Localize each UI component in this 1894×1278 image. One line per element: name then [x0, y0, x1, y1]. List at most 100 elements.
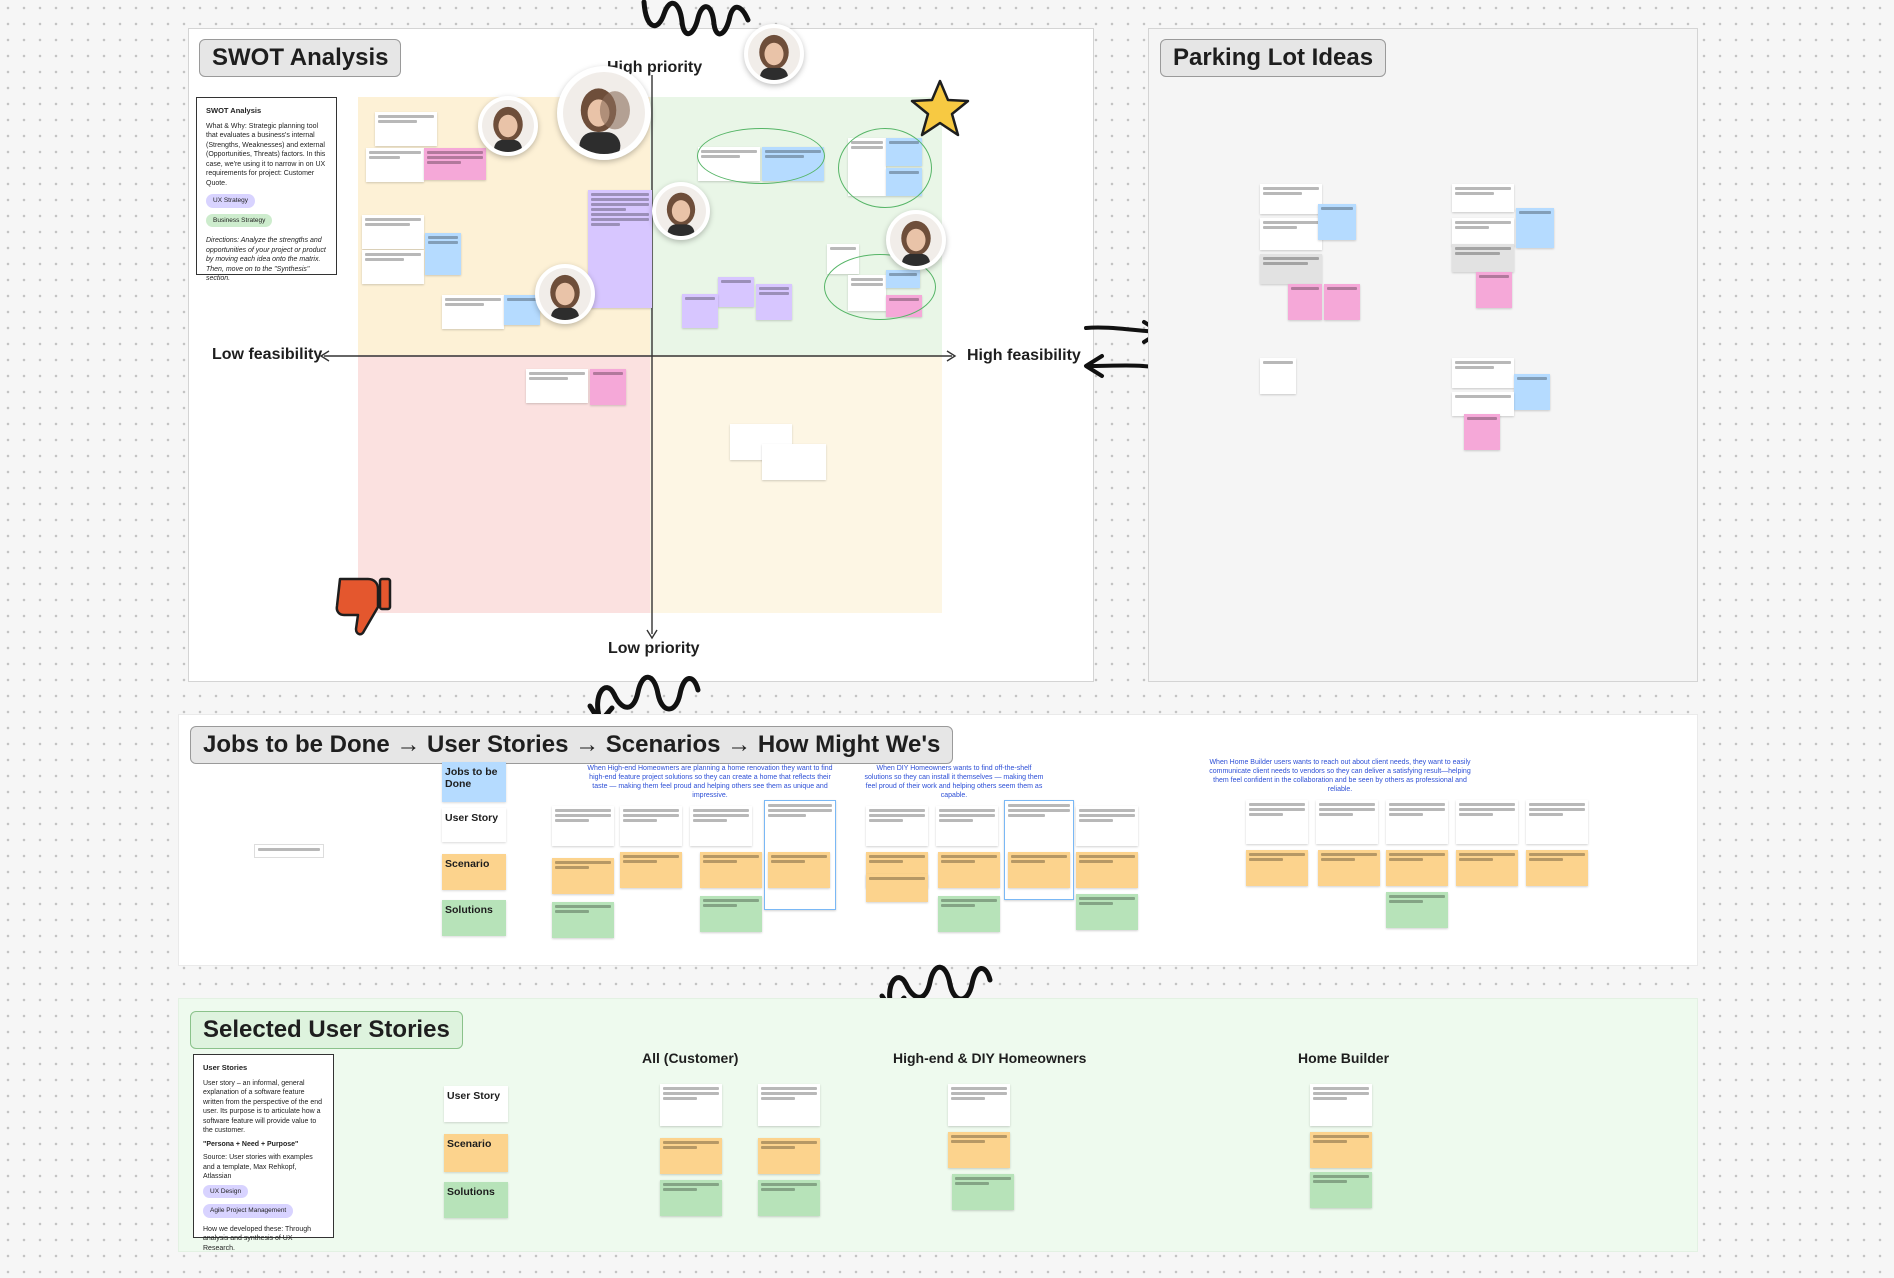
- sticky-note[interactable]: [1310, 1084, 1372, 1126]
- sticky-note[interactable]: [1452, 184, 1514, 212]
- sticky-note[interactable]: [362, 250, 424, 284]
- sticky-note[interactable]: [700, 852, 762, 888]
- sticky-note[interactable]: [1514, 374, 1550, 410]
- sticky-note[interactable]: [936, 806, 998, 846]
- sticky-note[interactable]: [504, 295, 540, 325]
- sticky-note[interactable]: [768, 852, 830, 888]
- user-stories-info-heading: User Stories: [203, 1063, 248, 1072]
- sticky-note[interactable]: [1476, 272, 1512, 308]
- sticky-note[interactable]: [1318, 850, 1380, 886]
- sticky-note[interactable]: [425, 233, 461, 275]
- sticky-note[interactable]: [690, 806, 752, 846]
- sticky-note[interactable]: [952, 1174, 1014, 1210]
- sticky-note[interactable]: [362, 215, 424, 249]
- sticky-note[interactable]: [756, 284, 792, 320]
- avatar[interactable]: [478, 96, 538, 156]
- jtbd-title[interactable]: Jobs to be Done → User Stories → Scenari…: [190, 726, 954, 764]
- sticky-note[interactable]: [660, 1084, 722, 1126]
- sticky-note[interactable]: [1076, 806, 1138, 846]
- parking-lot-title[interactable]: Parking Lot Ideas: [1160, 39, 1387, 77]
- sticky-note[interactable]: [758, 1180, 820, 1216]
- user-stories-info-developed: How we developed these: Through analysis…: [203, 1225, 312, 1252]
- sticky-note[interactable]: [1452, 218, 1514, 246]
- sticky-note[interactable]: [1386, 800, 1448, 844]
- sticky-note[interactable]: [590, 369, 626, 405]
- sticky-note[interactable]: [552, 902, 614, 938]
- sticky-note[interactable]: [1452, 244, 1514, 272]
- swot-info-card[interactable]: SWOT Analysis What & Why: Strategic plan…: [196, 97, 337, 282]
- sticky-note[interactable]: [1464, 414, 1500, 450]
- sticky-note[interactable]: [660, 1138, 722, 1174]
- sticky-note[interactable]: [1260, 358, 1296, 394]
- sticky-note[interactable]: [1456, 850, 1518, 886]
- sticky-note[interactable]: [1310, 1132, 1372, 1168]
- sticky-note[interactable]: [1452, 392, 1514, 416]
- sticky-note[interactable]: [375, 112, 437, 146]
- sticky-note[interactable]: [1288, 284, 1322, 320]
- sticky-note[interactable]: [1386, 892, 1448, 928]
- sticky-note[interactable]: [948, 1084, 1010, 1126]
- avatar[interactable]: [886, 210, 946, 270]
- sticky-note[interactable]: [366, 148, 424, 182]
- sticky-note[interactable]: [424, 148, 486, 180]
- sticky-note[interactable]: [552, 806, 614, 846]
- sticky-note[interactable]: [1246, 800, 1308, 844]
- avatar[interactable]: [652, 182, 710, 240]
- row-label-user-story: User Story: [444, 1086, 508, 1122]
- jtbd-caption-diy: When DIY Homeowners wants to find off-th…: [864, 765, 1044, 799]
- sticky-note[interactable]: [1260, 218, 1322, 250]
- sticky-note[interactable]: [758, 1084, 820, 1126]
- sticky-note[interactable]: [620, 806, 682, 846]
- sticky-note[interactable]: [1260, 254, 1322, 284]
- tag-agile-project-management[interactable]: Agile Project Management: [203, 1204, 294, 1218]
- sticky-note[interactable]: [660, 1180, 722, 1216]
- avatar[interactable]: [535, 264, 595, 324]
- avatar[interactable]: [557, 66, 651, 160]
- sticky-note[interactable]: [758, 1138, 820, 1174]
- sticky-note[interactable]: [1008, 852, 1070, 888]
- sticky-note[interactable]: [1456, 800, 1518, 844]
- user-stories-info-card[interactable]: User Stories User story – an informal, g…: [193, 1054, 334, 1252]
- avatar[interactable]: [744, 24, 804, 84]
- sticky-note[interactable]: [718, 277, 754, 307]
- jtbd-caption-home-builder: When Home Builder users wants to reach o…: [1209, 759, 1471, 793]
- sticky-note[interactable]: [1526, 850, 1588, 886]
- tag-ux-strategy[interactable]: UX Strategy: [206, 194, 256, 208]
- sticky-note[interactable]: [866, 874, 928, 902]
- sticky-note[interactable]: [1318, 204, 1356, 240]
- sticky-note[interactable]: [1516, 208, 1554, 248]
- sticky-note[interactable]: [620, 852, 682, 888]
- sticky-note[interactable]: [1076, 852, 1138, 888]
- sticky-note[interactable]: [1386, 850, 1448, 886]
- sticky-note[interactable]: [552, 858, 614, 894]
- sticky-note[interactable]: [762, 444, 826, 480]
- sticky-note[interactable]: [938, 896, 1000, 932]
- sticky-note[interactable]: [1246, 850, 1308, 886]
- sticky-note[interactable]: [1310, 1172, 1372, 1208]
- sticky-note[interactable]: [700, 896, 762, 932]
- selected-stories-title[interactable]: Selected User Stories: [190, 1011, 463, 1049]
- tag-business-strategy[interactable]: Business Strategy: [206, 213, 273, 227]
- sticky-note[interactable]: [588, 190, 652, 308]
- sticky-note[interactable]: [1260, 184, 1322, 214]
- sticky-note[interactable]: [866, 806, 928, 846]
- sticky-note[interactable]: [1076, 894, 1138, 930]
- thumbs-down-icon[interactable]: [334, 573, 394, 639]
- tag-ux-design[interactable]: UX Design: [203, 1184, 249, 1198]
- sticky-note[interactable]: [1316, 800, 1378, 844]
- cluster-ellipse: [838, 128, 932, 208]
- sticky-note[interactable]: [938, 852, 1000, 888]
- parking-lot-panel[interactable]: [1148, 28, 1698, 682]
- sticky-note[interactable]: [1452, 358, 1514, 388]
- sticky-note[interactable]: [526, 369, 588, 403]
- user-stories-info-source: Source: User stories with examples and a…: [203, 1154, 313, 1180]
- sticky-note[interactable]: [254, 844, 324, 858]
- swot-title[interactable]: SWOT Analysis: [199, 39, 402, 77]
- sticky-note[interactable]: [1324, 284, 1360, 320]
- sticky-note[interactable]: [682, 294, 718, 328]
- sticky-note[interactable]: [442, 295, 504, 329]
- sticky-note[interactable]: [1526, 800, 1588, 844]
- star-icon[interactable]: [908, 78, 972, 140]
- sticky-note[interactable]: [948, 1132, 1010, 1168]
